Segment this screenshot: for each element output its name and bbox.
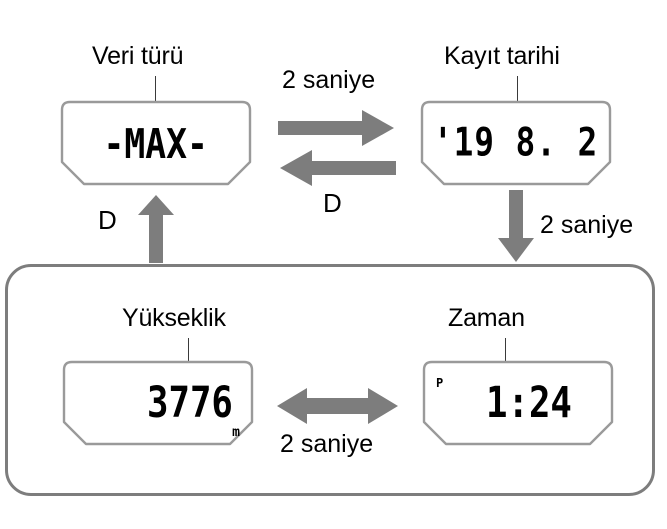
leader-line-altitude (188, 338, 189, 370)
leader-line-time (505, 338, 506, 370)
lcd-panel-time[interactable]: P 1:24 (422, 360, 614, 446)
lcd-outline-shape (62, 360, 254, 446)
transition-label-up-left: D (98, 205, 117, 235)
lcd-text-container: -MAX- (60, 100, 252, 186)
leader-line-record-date (517, 76, 518, 108)
lcd-value-record-date: '19 8. 2 (433, 120, 599, 166)
caption-record-date: Kayıt tarihi (444, 42, 560, 70)
caption-data-type: Veri türü (92, 42, 184, 70)
caption-time: Zaman (448, 304, 525, 332)
lcd-panel-record-date[interactable]: '19 8. 2 (420, 100, 612, 186)
transition-label-down-right: 2 saniye (540, 211, 634, 239)
arrow-right-top (278, 110, 394, 146)
lcd-outline-shape (422, 360, 614, 446)
lcd-panel-data-type[interactable]: -MAX- (60, 100, 252, 186)
caption-altitude: Yükseklik (122, 304, 226, 332)
lcd-text-container: 3776 m (62, 360, 254, 446)
lcd-panel-altitude[interactable]: 3776 m (62, 360, 254, 446)
transition-label-bottom-both: 2 saniye (280, 430, 374, 458)
transition-label-top-right: 2 saniye (282, 66, 376, 94)
lcd-text-container: 1:24 (422, 360, 614, 446)
arrow-up-left (138, 195, 174, 263)
display-group-box (5, 264, 655, 496)
arrow-bidirectional-bottom (277, 388, 398, 424)
lcd-outline-shape (60, 100, 252, 186)
lcd-pm-indicator: P (436, 376, 444, 390)
lcd-text-container: '19 8. 2 (420, 100, 612, 186)
lcd-value-data-type: -MAX- (103, 118, 209, 168)
lcd-value-altitude: 3776 (147, 378, 234, 428)
leader-line-data-type (155, 76, 156, 108)
transition-label-top-left: D (323, 188, 342, 218)
lcd-value-time: 1:24 (485, 378, 572, 428)
arrow-down-right (498, 190, 534, 262)
arrow-left-top (280, 150, 396, 186)
lcd-unit-altitude: m (232, 425, 240, 440)
lcd-outline-shape (420, 100, 612, 186)
